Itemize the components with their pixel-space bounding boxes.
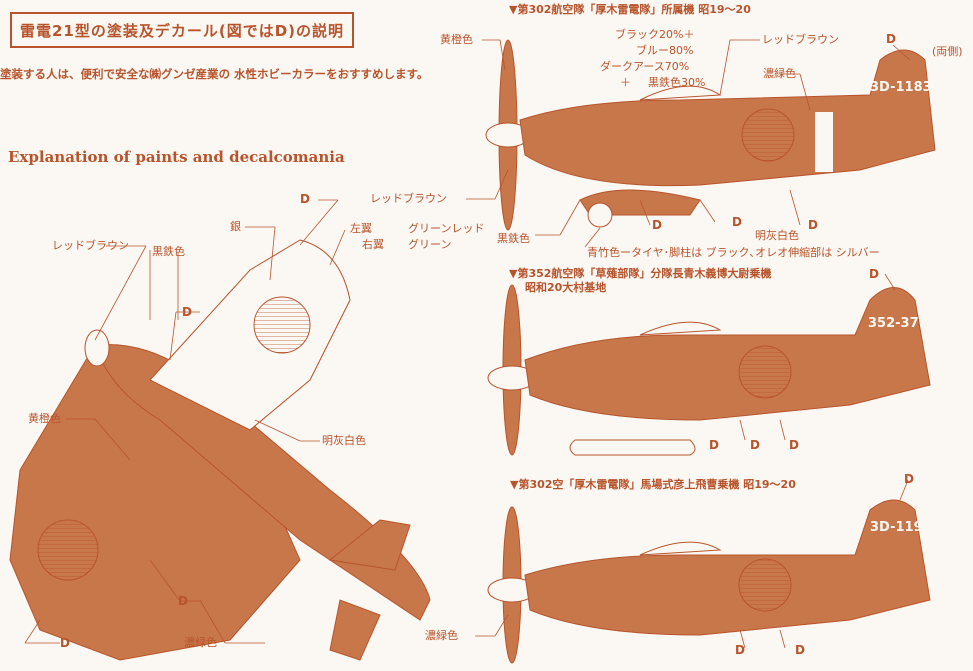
- label-black-iron: 黒鉄色: [152, 245, 185, 258]
- side-view-1-aircraft: [485, 39, 936, 231]
- side-view-2-subheader: 昭和20大村基地: [525, 281, 607, 294]
- top-view-aircraft: [9, 239, 431, 661]
- tail-code: 3D-1190: [870, 520, 932, 535]
- label-yellow-orange: 黄橙色: [440, 33, 473, 46]
- label-dark-earth-pct: ダークアース70%: [600, 60, 690, 73]
- side-view-leader-lines: [466, 39, 911, 649]
- decal-marker: D: [735, 643, 745, 657]
- label-left-wing: 左翼: [350, 222, 372, 235]
- label-red-brown: レッドブラウン: [52, 239, 129, 252]
- decal-marker: D: [300, 192, 310, 206]
- decal-marker: D: [808, 218, 818, 232]
- label-black-pct: ブラック20%＋: [615, 28, 695, 41]
- decal-marker: D: [789, 438, 799, 452]
- label-blue-pct: ブルー80%: [636, 44, 694, 57]
- label-left-wing-color: グリーンレッド: [408, 222, 485, 235]
- side-view-1-header: ▼第302航空隊「厚木雷電隊」所属機 昭19〜20: [509, 3, 751, 16]
- side-view-2-header: ▼第352航空隊「草薙部隊」分隊長青木義博大尉乗機: [509, 267, 772, 280]
- decal-marker: D: [732, 215, 742, 229]
- label-light-gray-white: 明灰白色: [322, 434, 366, 447]
- page-title: 雷電21型の塗装及デカール(図ではD)の説明: [10, 12, 354, 48]
- decal-marker: D: [750, 438, 760, 452]
- gear-note: 青竹色ータイヤ･脚柱は ブラック､オレオ伸縮部は シルバー: [587, 246, 880, 259]
- decal-marker: D: [652, 218, 662, 232]
- decal-marker: D: [709, 438, 719, 452]
- decal-marker: D: [795, 643, 805, 657]
- decal-marker: D: [60, 636, 70, 650]
- decal-marker: D: [182, 305, 192, 319]
- label-yellow-orange: 黄橙色: [28, 412, 61, 425]
- label-light-gray-white: 明灰白色: [755, 229, 799, 242]
- label-red-brown-top: レッドブラウン: [762, 33, 839, 46]
- side-view-3-header: ▼第302空「厚木雷電隊」馬場式彦上飛曹乗機 昭19〜20: [510, 478, 796, 491]
- label-black-iron: 黒鉄色: [497, 232, 530, 245]
- side-view-3-aircraft: [487, 499, 931, 664]
- label-dark-green: 濃緑色: [425, 629, 458, 642]
- tail-code: 352-37: [868, 316, 919, 331]
- label-dark-green: 濃緑色: [763, 67, 796, 80]
- top-view-leader-lines: [24, 199, 346, 644]
- tail-code: 3D-1183: [870, 80, 932, 95]
- label-plus: ＋: [620, 76, 631, 89]
- side-view-2-aircraft: [487, 284, 931, 456]
- label-both-sides: (両側): [932, 45, 963, 58]
- label-right-wing: 右翼: [362, 238, 384, 251]
- paint-recommendation: 塗装する人は、便利で安全な㈱グンゼ産業の 水性ホビーカラーをおすすめします。: [0, 67, 429, 81]
- label-black-iron-pct: 黒鉄色30%: [648, 76, 706, 89]
- decal-marker: D: [886, 32, 896, 46]
- decal-marker: D: [869, 267, 879, 281]
- decal-marker: D: [904, 472, 914, 486]
- label-right-wing-color: グリーン: [408, 238, 452, 251]
- label-silver: 銀: [230, 220, 241, 233]
- label-dark-green: 濃緑色: [184, 636, 217, 649]
- label-red-brown-prop: レッドブラウン: [370, 192, 447, 205]
- english-heading: Explanation of paints and decalcomania: [8, 148, 345, 166]
- decal-marker: D: [178, 594, 188, 608]
